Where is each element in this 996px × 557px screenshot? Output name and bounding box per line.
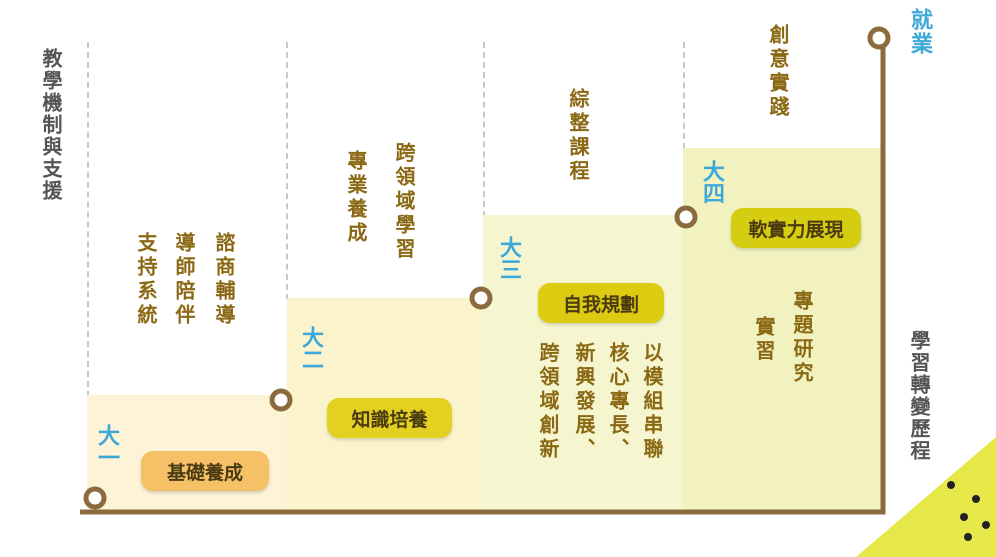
y3-col-4-text: 以模組串聯 <box>640 342 664 462</box>
divider-2 <box>286 42 288 300</box>
y1-col-3: 諮商輔導 <box>212 232 236 328</box>
pill-year-2-text: 知識培養 <box>351 408 428 431</box>
pill-year-3-text: 自我規劃 <box>562 293 639 316</box>
divider-3 <box>483 42 485 217</box>
y1-col-1: 支持系統 <box>134 232 158 328</box>
side-label: 教學機制與支援 <box>38 48 64 202</box>
y3-col-4: 以模組串聯 <box>640 342 664 462</box>
divider-4 <box>683 42 685 149</box>
pill-year-3: 自我規劃 <box>538 283 664 323</box>
y3-col-3: 核心專長、 <box>606 342 630 462</box>
y1-col-2: 導師陪伴 <box>172 232 196 328</box>
y1-col-2-text: 導師陪伴 <box>172 232 196 328</box>
y3-top-text: 綜整課程 <box>566 88 590 184</box>
y2-col-2: 跨領域學習 <box>392 142 416 262</box>
step-node-3 <box>469 286 493 310</box>
corner-decoration <box>856 437 996 557</box>
year-label-4-text: 大四 <box>699 160 724 204</box>
year-label-2-text: 大二 <box>298 326 323 370</box>
axis-label: 學習轉變歷程 <box>906 330 932 462</box>
band-year-3 <box>483 215 683 512</box>
step-node-end <box>867 26 891 50</box>
year-label-4: 大四 <box>699 160 724 204</box>
pill-year-4-text: 軟實力展現 <box>748 218 844 241</box>
pill-year-2: 知識培養 <box>327 398 452 438</box>
year-label-1-text: 大一 <box>94 424 119 468</box>
y3-col-3-text: 核心專長、 <box>606 342 630 462</box>
y4-col-2: 專題研究 <box>790 290 814 386</box>
step-node-4 <box>674 205 698 229</box>
y1-col-3-text: 諮商輔導 <box>212 232 236 328</box>
y2-col-2-text: 跨領域學習 <box>392 142 416 262</box>
y4-col-1: 實習 <box>752 316 776 364</box>
end-label-text: 就業 <box>907 8 932 56</box>
year-label-3: 大三 <box>496 236 521 280</box>
divider-1 <box>87 42 89 397</box>
y3-col-1-text: 跨領域創新 <box>536 342 560 462</box>
step-node-1 <box>83 486 107 510</box>
y3-top: 綜整課程 <box>566 88 590 184</box>
year-label-2: 大二 <box>298 326 323 370</box>
pill-year-1: 基礎養成 <box>141 451 269 491</box>
axis-label-text: 學習轉變歷程 <box>907 330 931 462</box>
y2-col-1: 專業養成 <box>344 150 368 246</box>
y3-col-2-text: 新興發展、 <box>572 342 596 462</box>
side-label-text: 教學機制與支援 <box>39 48 63 202</box>
y3-col-2: 新興發展、 <box>572 342 596 462</box>
end-label: 就業 <box>907 8 932 56</box>
y4-top-text: 創意實踐 <box>766 24 790 120</box>
y1-col-1-text: 支持系統 <box>134 232 158 328</box>
pill-year-4: 軟實力展現 <box>731 208 861 248</box>
y4-col-2-text: 專題研究 <box>790 290 814 386</box>
step-node-2 <box>269 388 293 412</box>
pill-year-1-text: 基礎養成 <box>166 461 243 484</box>
year-label-1: 大一 <box>94 424 119 468</box>
y3-col-1: 跨領域創新 <box>536 342 560 462</box>
year-label-3-text: 大三 <box>496 236 521 280</box>
y4-col-1-text: 實習 <box>752 316 776 364</box>
y4-top: 創意實踐 <box>766 24 790 120</box>
y2-col-1-text: 專業養成 <box>344 150 368 246</box>
